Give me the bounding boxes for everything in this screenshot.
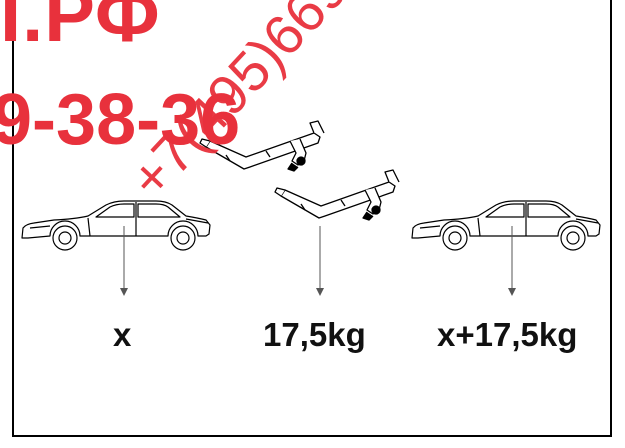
- arrow-right-head: [508, 288, 516, 296]
- total-weight-label: x+17,5kg: [437, 316, 578, 353]
- arrow-left-head: [120, 288, 128, 296]
- tow-hitch-lower: [274, 169, 400, 221]
- arrow-middle-head: [316, 288, 324, 296]
- hitch-weight-label: 17,5kg: [263, 316, 366, 353]
- car-weight-label: x: [113, 316, 132, 353]
- watermark-phone-fragment: 9-38-36: [0, 80, 241, 160]
- car-left: [21, 200, 211, 251]
- car-right: [411, 200, 601, 251]
- watermark-top: I.РФ: [0, 0, 161, 58]
